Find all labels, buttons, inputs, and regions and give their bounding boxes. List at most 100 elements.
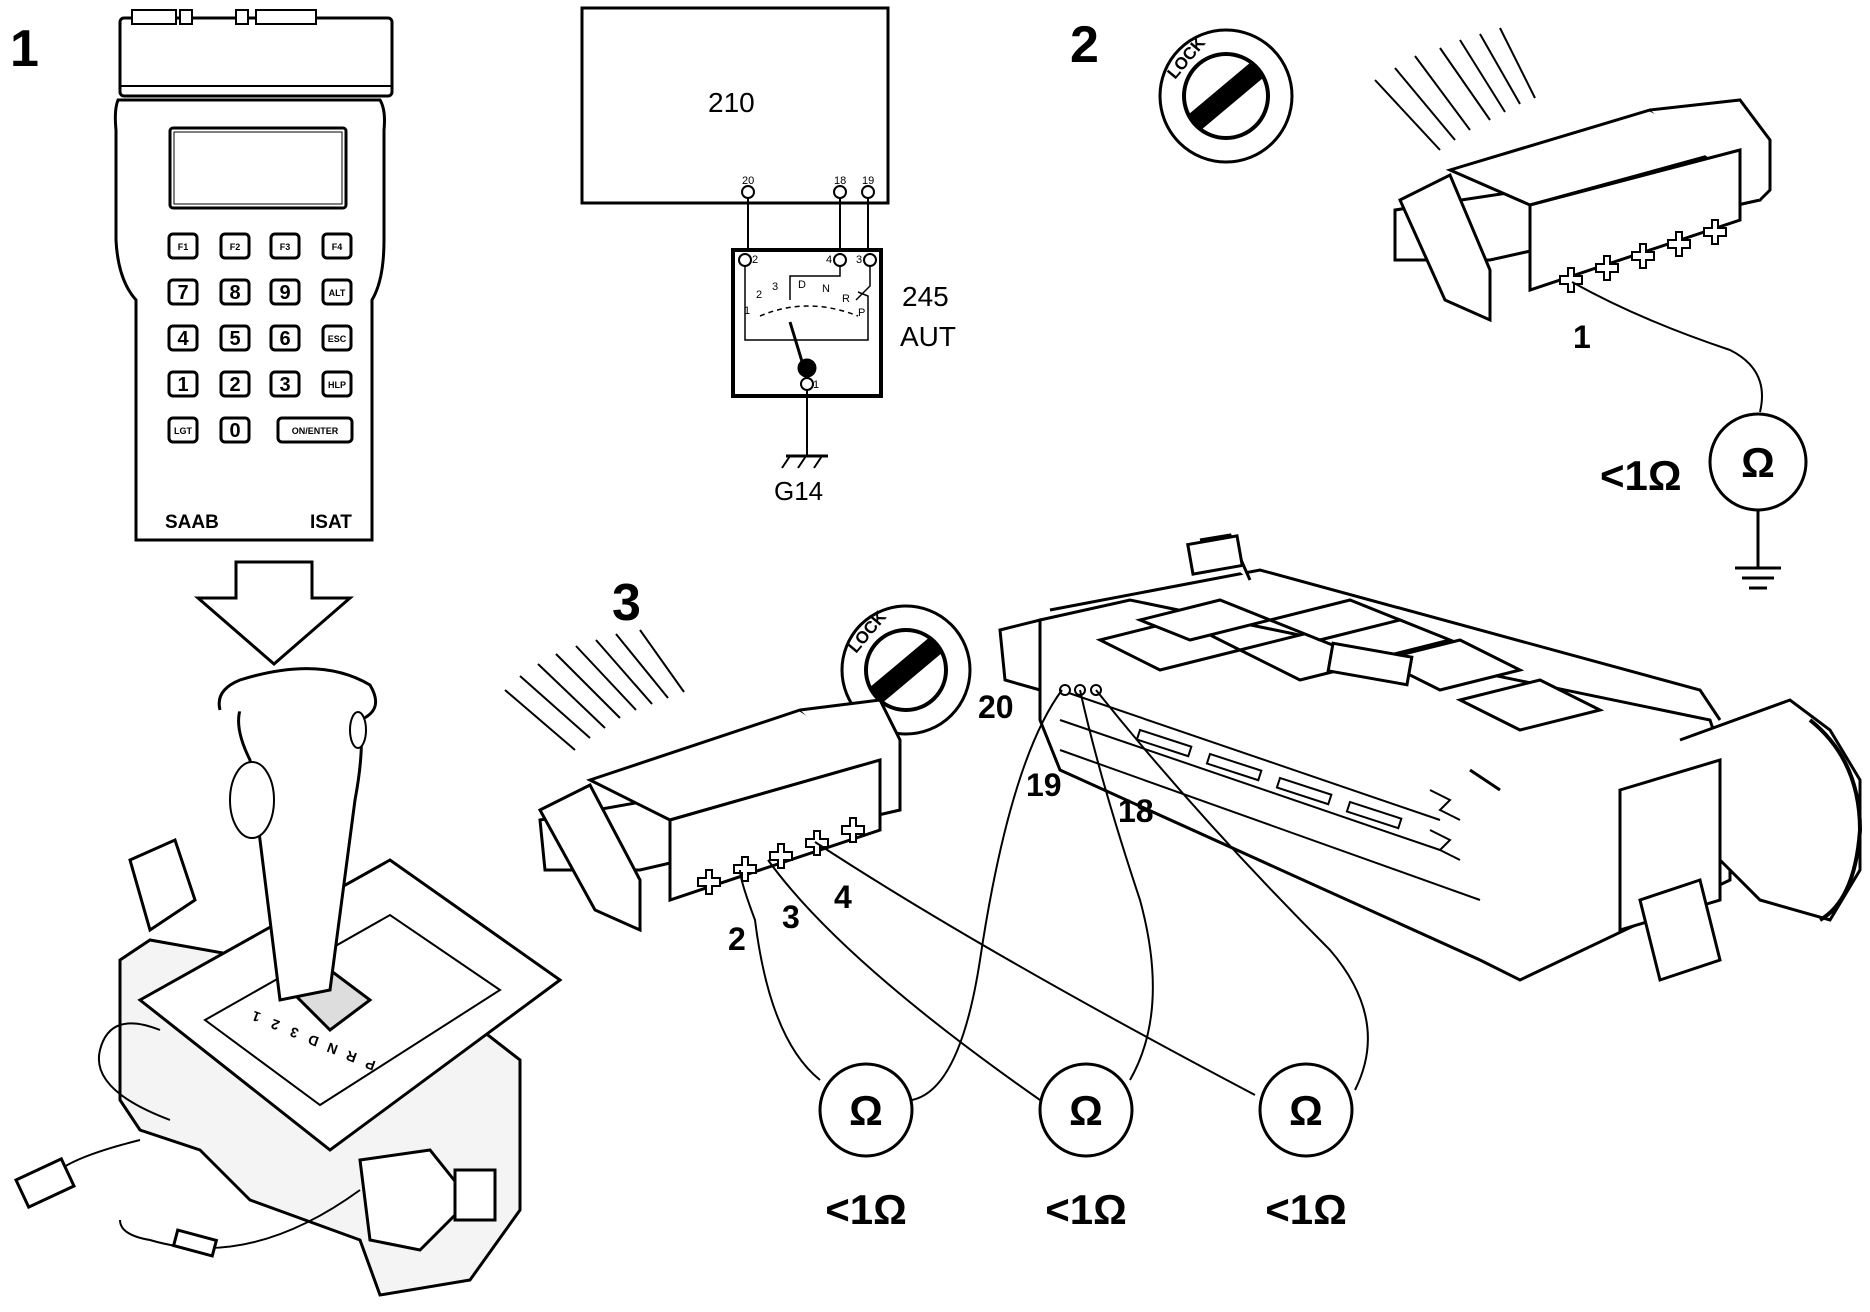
step-2-label: 2: [1070, 16, 1099, 74]
cu-terminal: [1059, 684, 1071, 696]
control-unit-housing: [998, 533, 1863, 982]
ohmmeter-symbol: Ω: [849, 1087, 883, 1134]
tester-key-label: ESC: [328, 334, 347, 344]
cu-slot: [1205, 752, 1263, 782]
tester-key-label: F4: [332, 242, 343, 252]
tester-key-label: 7: [177, 282, 188, 304]
cu-pin-18: 18: [834, 175, 846, 187]
gear-n: N: [822, 283, 830, 295]
connector-step-2: [1374, 27, 1772, 323]
tester-key: [321, 232, 353, 260]
tester-key: [321, 370, 353, 398]
tester-key-label: 9: [279, 282, 290, 304]
step-1-label: 1: [10, 20, 39, 78]
connector-socket: [733, 856, 757, 882]
reading-step-2: <1Ω: [1600, 452, 1682, 499]
tester-key: [269, 370, 301, 398]
cu-slot: [1345, 800, 1403, 830]
connector-3-pin-2: 2: [728, 921, 746, 957]
connector-3-pin-3: 3: [782, 899, 800, 935]
tester-key: [269, 278, 301, 306]
tester-key: [167, 232, 199, 260]
ground-symbol: [1735, 510, 1781, 590]
switch-id: 245: [902, 281, 949, 312]
ohmmeter-step-2-symbol: Ω: [1741, 439, 1775, 486]
tester-key-label: 4: [177, 328, 189, 350]
tester-key-label: 2: [229, 374, 240, 396]
ohmmeter-symbol: Ω: [1069, 1087, 1103, 1134]
ohmmeter: [1258, 1062, 1354, 1158]
tester-key: [219, 416, 251, 444]
down-arrow-icon: [193, 560, 355, 666]
control-unit-slots: [1059, 684, 1403, 830]
tester-key: [167, 370, 199, 398]
tester-key: [167, 278, 199, 306]
tester-key-label: HLP: [328, 380, 346, 390]
gear-3: 3: [772, 281, 778, 293]
tester-key-label: 0: [229, 420, 240, 442]
tester-key: [269, 324, 301, 352]
connector-socket: [841, 817, 865, 843]
tester-key-label: 1: [177, 374, 188, 396]
control-unit-box: [580, 6, 890, 205]
tester-key: [219, 278, 251, 306]
ohmmeter: [818, 1062, 914, 1158]
ohmmeter-reading: <1Ω: [825, 1186, 907, 1233]
connector-socket: [697, 869, 721, 895]
tester-key-label: ALT: [329, 288, 346, 298]
cu-pin-20: 20: [742, 175, 754, 187]
step-3-label: 3: [612, 574, 641, 632]
tester-key: [321, 278, 353, 306]
connector-socket: [1595, 255, 1619, 281]
tester-key: [269, 232, 301, 260]
cu-pin-label-19: 19: [1026, 767, 1062, 803]
sw-pin-3: 3: [856, 254, 862, 266]
tester-key-label: 5: [229, 328, 240, 350]
tester-key: [219, 232, 251, 260]
tester-model: ISAT: [310, 512, 352, 533]
control-unit-id: 210: [708, 87, 755, 118]
tester-key-label: F3: [280, 242, 291, 252]
connector-2-pins: [1559, 219, 1727, 293]
cu-pin-label-18: 18: [1118, 793, 1154, 829]
connector-socket: [1559, 267, 1583, 293]
isat-tester: [113, 9, 394, 542]
sw-pin-1: 1: [813, 379, 819, 391]
ohmmeter: [1038, 1062, 1134, 1158]
gear-r: R: [842, 293, 850, 305]
connector-socket: [769, 843, 793, 869]
tester-key: [219, 370, 251, 398]
ohmmeter-reading: <1Ω: [1045, 1186, 1127, 1233]
connector-3-pin-4: 4: [834, 879, 852, 915]
gear-2: 2: [756, 289, 762, 301]
cu-slot: [1135, 728, 1193, 758]
sw-pin-4: 4: [826, 254, 832, 266]
tester-key-label: 8: [229, 282, 240, 304]
ignition-lock-icon: LOCK: [1158, 28, 1294, 164]
ohmmeters: Ω <1Ω Ω <1Ω Ω <1Ω: [818, 1062, 1354, 1233]
ohmmeter-symbol: Ω: [1289, 1087, 1323, 1134]
tester-key: [276, 416, 354, 444]
tester-key: [219, 324, 251, 352]
tester-key-label: F1: [178, 242, 189, 252]
gear-p: P: [858, 307, 865, 319]
connector-step-3: [504, 629, 902, 933]
sw-pin-2: 2: [752, 254, 758, 266]
gear-d: D: [798, 279, 806, 291]
cu-pin-19: 19: [862, 175, 874, 187]
connector-2-pin-label: 1: [1573, 319, 1591, 355]
tester-key: [321, 324, 353, 352]
ohmmeter-reading: <1Ω: [1265, 1186, 1347, 1233]
connector-socket: [1631, 243, 1655, 269]
tester-key: [167, 324, 199, 352]
switch-name: AUT: [900, 321, 956, 352]
tester-brand: SAAB: [165, 512, 219, 533]
tester-key-label: ON/ENTER: [292, 426, 339, 436]
probe-wire-step-2: [1571, 281, 1763, 413]
connector-socket: [1703, 219, 1727, 245]
cu-slot: [1275, 776, 1333, 806]
tester-key-label: 3: [279, 374, 290, 396]
tester-key: [167, 416, 199, 444]
